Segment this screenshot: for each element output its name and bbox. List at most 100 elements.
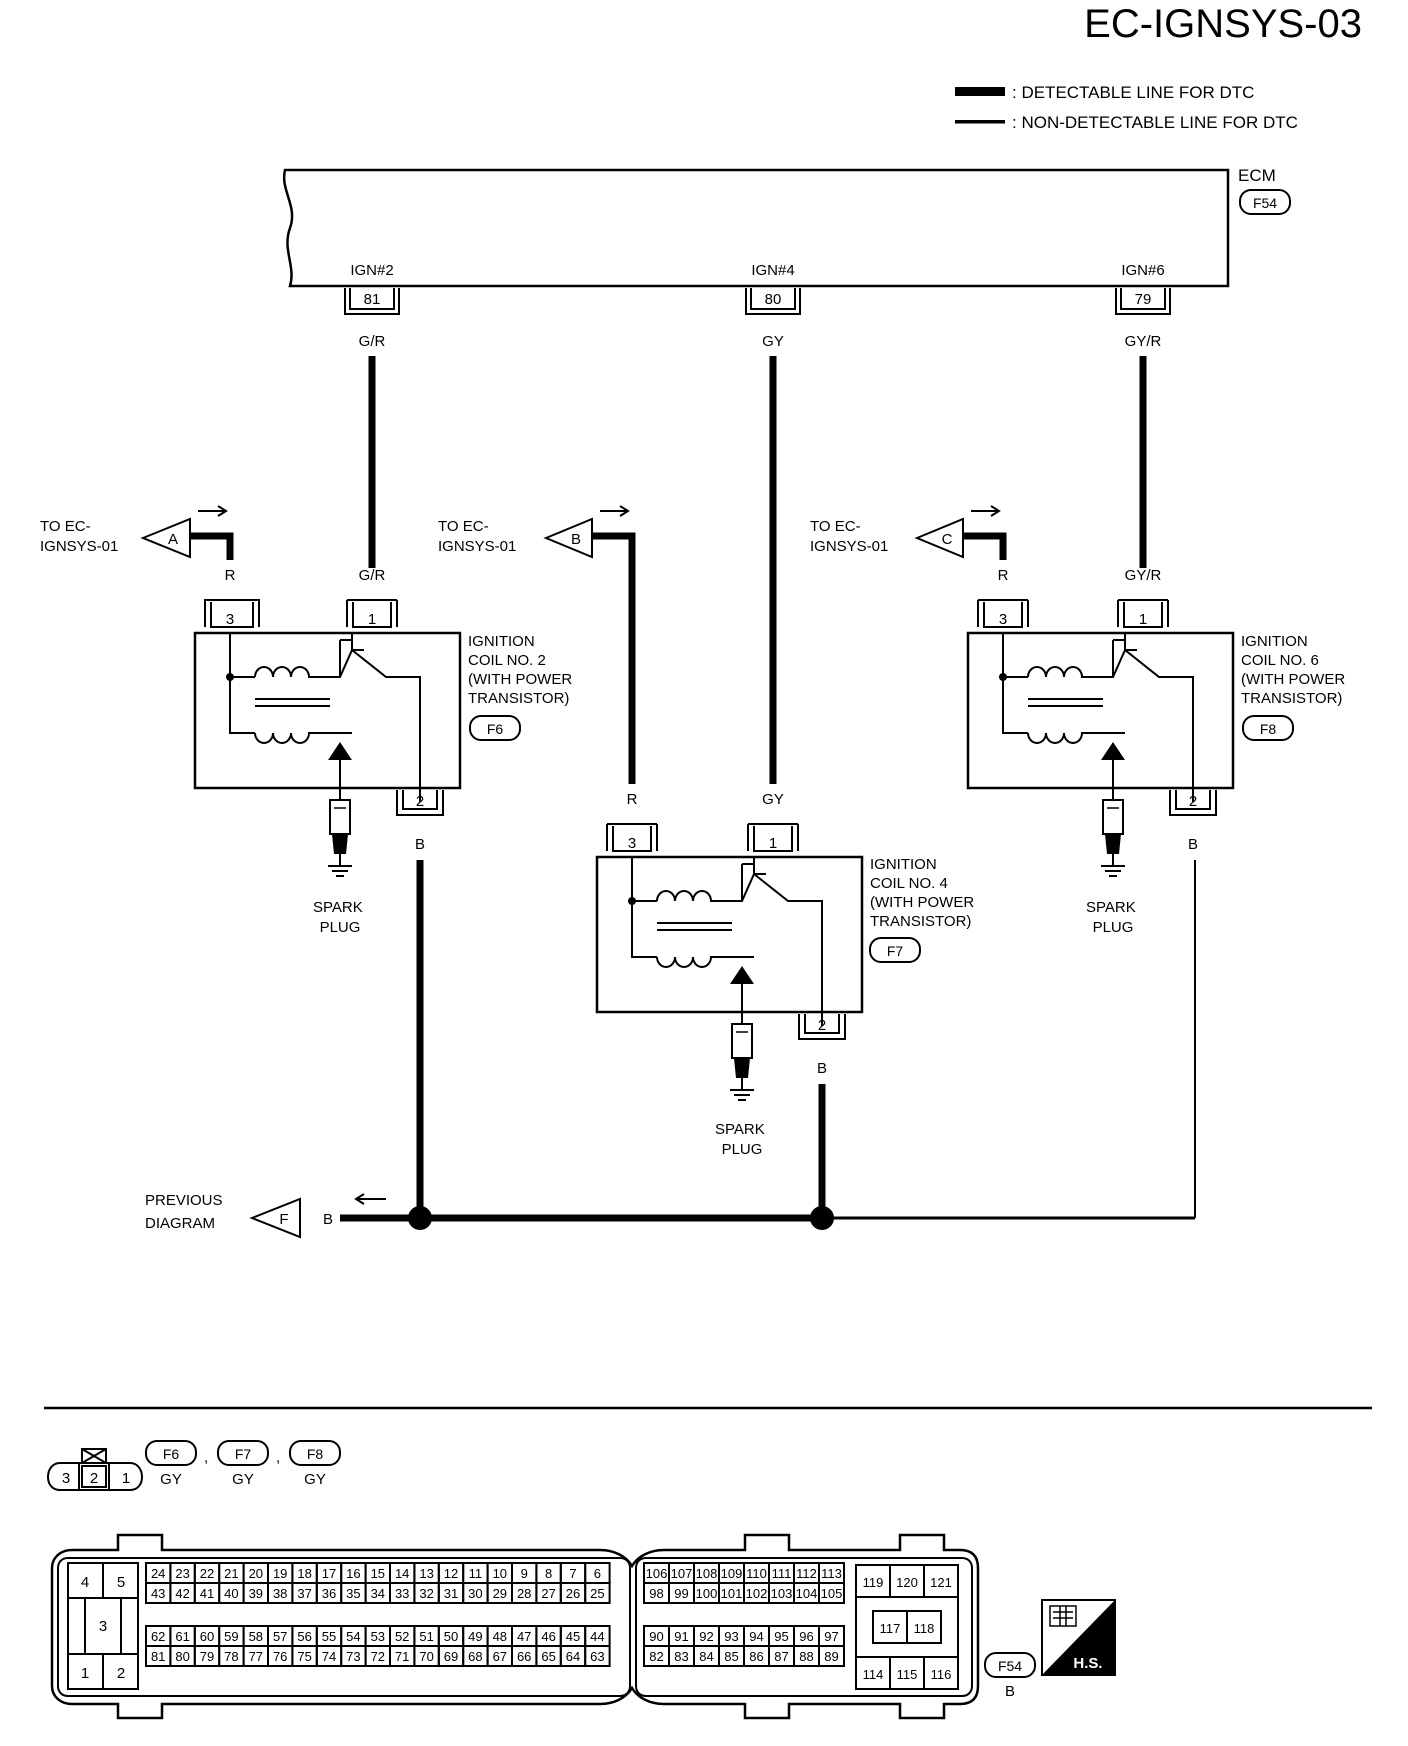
pin-label: 106 [646,1566,668,1581]
coil-body [966,631,1235,790]
pin-label: 57 [273,1629,287,1644]
ignition-coil-4: TO EC- IGNSYS-01 B R GY 3 1 2 B [438,505,978,1158]
pin-label: 10 [493,1566,507,1581]
pin-label: 78 [224,1649,238,1664]
previous-label: PREVIOUS DIAGRAM [145,1192,227,1232]
pin-label: 117 [880,1621,901,1636]
coil-connector-id: F8 [1260,721,1277,737]
ecm-terminal-ign2: IGN#2 81 G/R [344,262,400,350]
pin-ground: 2 [1189,793,1197,810]
legend: : DETECTABLE LINE FOR DTC : NON-DETECTAB… [955,83,1298,132]
pin-label: 87 [774,1649,788,1664]
pin-cell [584,1582,611,1604]
pin-label: 91 [674,1629,688,1644]
pin-label: 93 [724,1629,738,1644]
pin-label: 3 [62,1470,70,1487]
pin-label: 35 [346,1586,360,1601]
pin-label: 48 [493,1629,507,1644]
pin-label: 23 [175,1566,189,1581]
pin-label: 64 [566,1649,580,1664]
pin-label: 14 [395,1566,409,1581]
coil-connector-tag [869,937,921,963]
to-ec-label: TO EC- IGNSYS-01 [810,518,888,555]
pin-label: 42 [175,1586,189,1601]
connector-color: GY [160,1471,182,1488]
ecm-terminal-ign4: IGN#4 80 GY [745,262,801,350]
pin-label: 4 [81,1574,89,1591]
pin-label: 67 [493,1649,507,1664]
wire-r [592,532,636,784]
pin-label: 16 [346,1566,360,1581]
pin-label: 74 [322,1649,336,1664]
pin-label: 18 [297,1566,311,1581]
pin-r: 3 [226,611,234,628]
separator: , [276,1449,280,1466]
pin-label: 1 [81,1665,89,1682]
pin-label: 84 [699,1649,713,1664]
offpage-letter: F [279,1211,288,1228]
pin-label: 98 [649,1586,663,1601]
pin-label: 101 [721,1586,743,1601]
pin-label: 49 [468,1629,482,1644]
coil-label: IGNITION COIL NO. 6 (WITH POWER TRANSIST… [1241,633,1349,707]
offpage-letter: C [942,531,953,548]
pin-label: 32 [419,1586,433,1601]
connector-color: GY [304,1471,326,1488]
wire-r [190,532,234,560]
pin-label: 100 [696,1586,718,1601]
to-ec-label: TO EC- IGNSYS-01 [40,518,118,555]
pin-label: 90 [649,1629,663,1644]
pin-label: 59 [224,1629,238,1644]
pin-label: 66 [517,1649,531,1664]
pin-signal: 1 [1139,611,1147,628]
coil-label: IGNITION COIL NO. 4 (WITH POWER TRANSIST… [870,856,978,930]
connector-tag-f7 [217,1440,269,1466]
pin-label: 11 [469,1566,483,1581]
pin-label: 120 [896,1575,918,1590]
pin-label: 56 [297,1629,311,1644]
pin-label: 99 [674,1586,688,1601]
pin-label: 40 [224,1586,238,1601]
pin-label: 103 [771,1586,793,1601]
pin-label: 65 [541,1649,555,1664]
pin-label: 95 [774,1629,788,1644]
pin-cell [584,1645,611,1667]
connector-tag-f6 [145,1440,197,1466]
pin-label: 25 [590,1586,604,1601]
pin-r: 3 [999,611,1007,628]
pin-label: 20 [249,1566,263,1581]
offpage-arrow-f [249,1197,301,1239]
flow-arrow-left [354,1193,386,1205]
pin-label: 62 [151,1629,165,1644]
pin-label: 102 [746,1586,768,1601]
pin-label: 54 [346,1629,360,1644]
flow-arrow [198,505,228,517]
wire-ground-label: B [415,836,425,853]
coil-connector-tag [469,715,521,741]
hs-label: H.S. [1073,1655,1102,1672]
wire-signal-label: G/R [359,567,386,584]
wire-r-label: R [225,567,236,584]
pin-signal: 1 [368,611,376,628]
wire-signal-label: GY/R [1125,567,1162,584]
pin-label: 63 [590,1649,604,1664]
spark-plug-label: SPARK PLUG [313,899,367,936]
legend-detectable-text: : DETECTABLE LINE FOR DTC [1012,83,1254,102]
to-ec-label: TO EC- IGNSYS-01 [438,518,516,555]
connector-id: F7 [235,1446,252,1462]
ecm-terminal-wire: G/R [359,333,386,350]
pin-label: 45 [566,1629,580,1644]
pin-label: 70 [419,1649,433,1664]
ecm-left-block: 4 5 3 1 2 [67,1562,139,1690]
pin-label: 50 [444,1629,458,1644]
pin-label: 92 [699,1629,713,1644]
pin-label: 9 [521,1566,528,1581]
pin-label: 69 [444,1649,458,1664]
pin-label: 43 [151,1586,165,1601]
pin-label: 104 [796,1586,818,1601]
wire-signal-label: GY [762,791,784,808]
separator: , [204,1449,208,1466]
